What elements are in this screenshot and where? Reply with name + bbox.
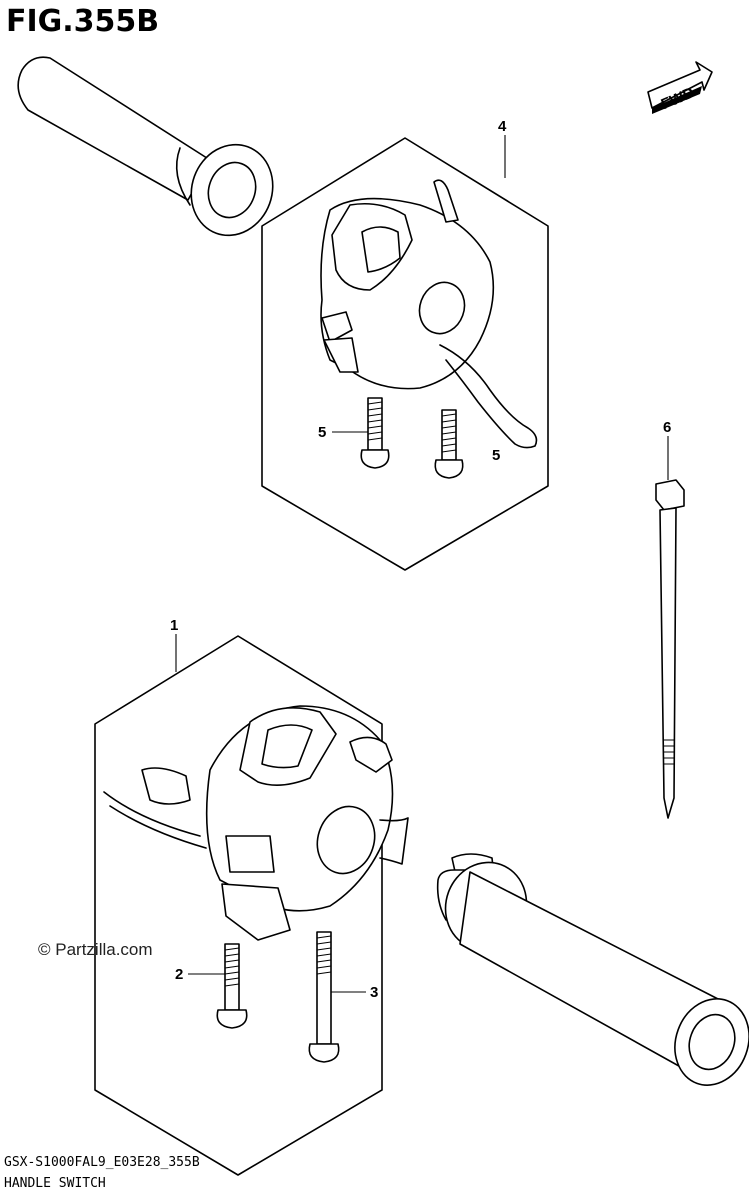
lower-screw-2 xyxy=(216,943,248,1029)
callout-5-left: 5 xyxy=(318,424,326,441)
left-grip xyxy=(17,56,274,237)
assembly-1-outline xyxy=(94,635,383,1176)
footer-code: GSX-S1000FAL9_E03E28_355B xyxy=(4,1155,200,1170)
upper-screw-right xyxy=(434,409,464,479)
watermark: © Partzilla.com xyxy=(38,940,153,959)
cable-tie xyxy=(655,436,685,819)
callout-6: 6 xyxy=(663,419,671,436)
figure-title: FIG.355B xyxy=(6,4,160,39)
lower-switch-housing xyxy=(103,705,409,941)
fwd-arrow-icon: FWD xyxy=(647,61,713,114)
assembly-4-outline xyxy=(261,137,549,571)
upper-screw-left xyxy=(360,397,390,469)
right-grip xyxy=(436,853,749,1086)
footer-name: HANDLE SWITCH xyxy=(4,1176,106,1191)
upper-switch-housing xyxy=(320,179,538,449)
callout-2: 2 xyxy=(175,966,183,983)
callout-4: 4 xyxy=(498,118,507,135)
callout-5-right: 5 xyxy=(492,447,500,464)
lower-screw-3 xyxy=(308,931,340,1063)
callout-3: 3 xyxy=(370,984,378,1001)
callout-1: 1 xyxy=(170,617,178,634)
